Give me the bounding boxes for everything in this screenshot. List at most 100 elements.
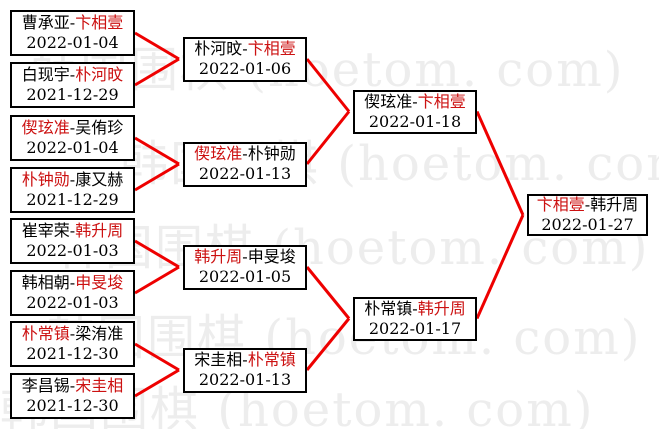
watermark-text: 韩国围棋 (hoetom. com) <box>47 310 642 366</box>
player-name: 偰玹准 <box>21 118 70 137</box>
player-name: 朴河旼 <box>194 39 243 58</box>
player-name: 崔宰荣 <box>21 221 70 240</box>
connector-line <box>134 239 180 269</box>
match-players: 韩相朝-申旻埈 <box>22 273 123 293</box>
connector-line <box>305 266 351 320</box>
name-separator: - <box>412 298 418 318</box>
player-name: 申旻埈 <box>247 247 296 266</box>
player-name: 卞相壹 <box>75 13 124 32</box>
match-date: 2022-01-04 <box>26 138 119 157</box>
player-name: 韩相朝 <box>21 273 70 292</box>
match-date: 2022-01-18 <box>368 111 462 131</box>
connector-line <box>305 110 351 165</box>
match-date: 2022-01-13 <box>198 164 292 183</box>
name-separator: - <box>242 350 248 369</box>
match-players: 朴常镇-韩升周 <box>364 299 465 319</box>
connector-line <box>134 342 180 372</box>
connector-line <box>134 31 180 61</box>
player-name: 梁洧准 <box>75 324 124 343</box>
player-name: 卞相壹 <box>247 39 296 58</box>
player-name: 朴钟勋 <box>247 144 296 163</box>
player-name: 韩升周 <box>590 195 639 214</box>
name-separator: - <box>242 247 248 266</box>
match-date: 2022-01-03 <box>26 293 119 312</box>
player-name: 偰玹准 <box>364 91 413 111</box>
match-players: 偰玹准-吴侑珍 <box>22 118 123 138</box>
player-name: 朴钟勋 <box>21 170 70 189</box>
match-players: 韩升周-申旻埈 <box>194 247 295 267</box>
name-separator: - <box>69 273 76 292</box>
name-separator: - <box>69 118 76 137</box>
name-separator: - <box>69 13 76 32</box>
name-separator: - <box>69 221 76 240</box>
match-date: 2021-12-29 <box>26 190 119 209</box>
player-name: 韩升周 <box>194 247 243 266</box>
name-separator: - <box>584 195 591 214</box>
player-name: 曹承亚 <box>21 13 70 32</box>
connector-line <box>134 136 180 166</box>
name-separator: - <box>412 91 418 111</box>
player-name: 吴侑珍 <box>75 118 124 137</box>
player-name: 宋圭相 <box>194 350 243 369</box>
player-name: 韩升周 <box>75 221 124 240</box>
match-players: 白现宇-朴河旼 <box>22 65 123 85</box>
player-name: 申旻埈 <box>75 273 124 292</box>
connector-line <box>475 110 525 216</box>
name-separator: - <box>69 170 76 189</box>
match-date: 2022-01-27 <box>541 215 634 234</box>
connector-line <box>305 58 351 113</box>
match-date: 2022-01-05 <box>198 267 292 286</box>
match-players: 卞相壹-韩升周 <box>537 195 638 215</box>
match-date: 2022-01-03 <box>26 241 119 260</box>
player-name: 朴常镇 <box>364 298 413 318</box>
player-name: 卞相壹 <box>536 195 585 214</box>
connector-line <box>134 162 180 192</box>
connector-line <box>134 368 180 398</box>
name-separator: - <box>69 324 76 343</box>
connector-line <box>475 214 525 320</box>
player-name: 康又赫 <box>75 170 124 189</box>
match-date: 2022-01-06 <box>198 59 292 78</box>
name-separator: - <box>242 144 248 163</box>
match-players: 朴钟勋-康又赫 <box>22 170 123 190</box>
match-players: 朴常镇-梁洧准 <box>22 324 123 344</box>
name-separator: - <box>242 39 248 58</box>
name-separator: - <box>69 65 76 84</box>
player-name: 白现宇 <box>21 65 70 84</box>
player-name: 韩升周 <box>417 298 466 318</box>
player-name: 卞相壹 <box>417 91 466 111</box>
player-name: 朴常镇 <box>21 324 70 343</box>
match-date: 2021-12-30 <box>26 396 119 415</box>
match-players: 偰玹准-朴钟勋 <box>194 144 295 164</box>
match-date: 2021-12-30 <box>26 344 119 363</box>
player-name: 宋圭相 <box>75 376 124 395</box>
player-name: 朴河旼 <box>75 65 124 84</box>
match-players: 偰玹准-卞相壹 <box>364 92 465 112</box>
match-date: 2022-01-13 <box>198 370 292 389</box>
player-name: 朴常镇 <box>247 350 296 369</box>
match-date: 2022-01-17 <box>368 318 462 338</box>
connector-line <box>134 57 180 87</box>
match-date: 2022-01-04 <box>26 33 119 52</box>
match-players: 朴河旼-卞相壹 <box>194 39 295 59</box>
match-players: 宋圭相-朴常镇 <box>194 350 295 370</box>
connector-line <box>134 265 180 295</box>
match-players: 李昌锡-宋圭相 <box>22 376 123 396</box>
connector-line <box>305 317 351 371</box>
